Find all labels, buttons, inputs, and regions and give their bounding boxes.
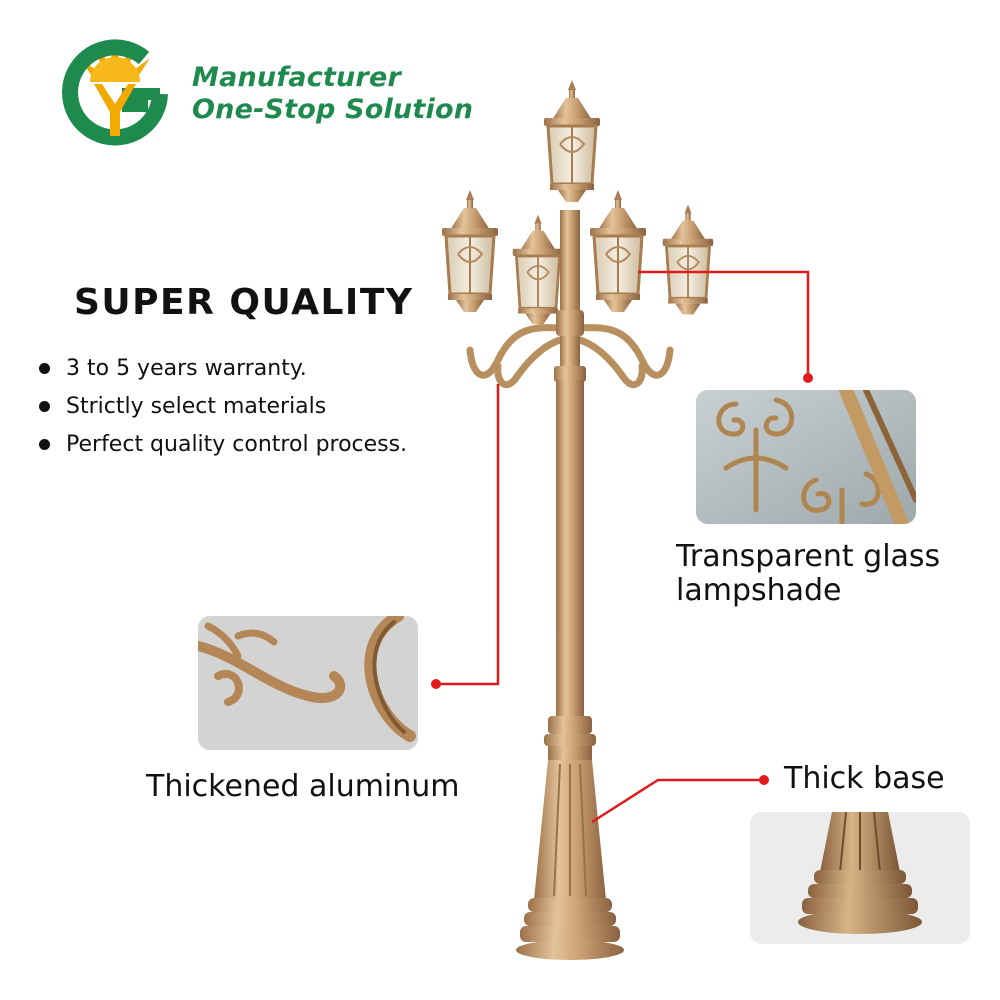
aluminum-caption: Thickened aluminum (146, 769, 460, 804)
base-caption: Thick base (784, 761, 945, 796)
bullet-item: Perfect quality control process. (36, 426, 506, 464)
lamp-post-illustration (440, 78, 715, 960)
bullet-item: 3 to 5 years warranty. (36, 350, 506, 388)
glass-detail-image (696, 390, 916, 524)
glass-caption: Transparent glass lampshade (676, 539, 941, 608)
bullet-item: Strictly select materials (36, 388, 506, 426)
logo-mark-icon (62, 38, 168, 146)
quality-bullet-list: 3 to 5 years warranty. Strictly select m… (36, 350, 506, 464)
brand-tagline-1: Manufacturer (192, 62, 401, 93)
base-detail-image (750, 812, 970, 944)
aluminum-detail-image (198, 616, 418, 750)
brand-tagline-2: One-Stop Solution (192, 94, 474, 125)
brand-logo (56, 32, 174, 150)
quality-heading: SUPER QUALITY (74, 282, 414, 323)
